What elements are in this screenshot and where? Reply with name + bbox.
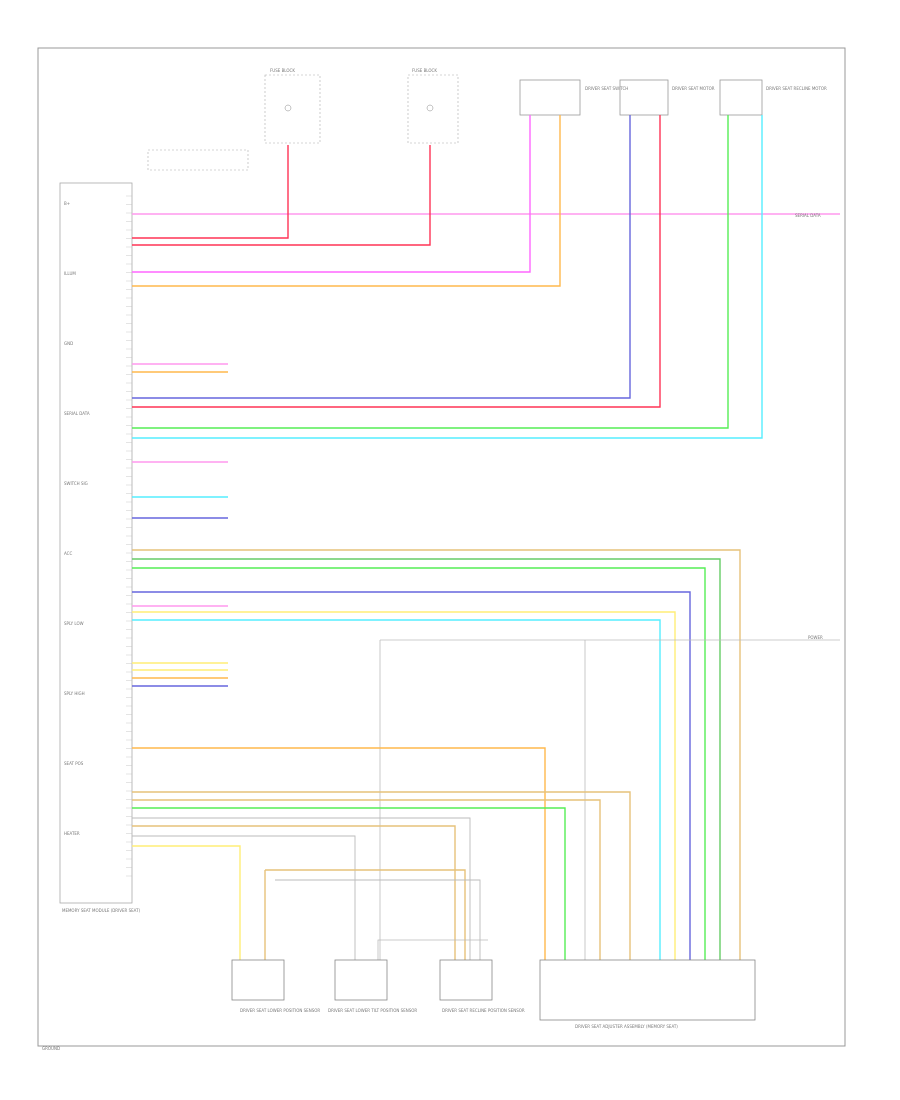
wire-39 xyxy=(377,939,488,960)
wire-22 xyxy=(132,591,691,960)
top-connector-1: FUSE BLOCK xyxy=(264,68,321,144)
wires xyxy=(132,115,840,960)
sensor-1: DRIVER SEAT LOWER POSITION SENSOR xyxy=(231,959,320,1013)
wire-7 xyxy=(132,115,729,429)
wire-3 xyxy=(132,115,531,273)
wire-4 xyxy=(132,115,561,287)
module-pin-label: SEAT POS xyxy=(64,761,84,766)
system-label: POWER xyxy=(808,635,823,640)
wire-21 xyxy=(132,567,706,960)
top-connector-4-label: DRIVER SEAT MOTOR xyxy=(672,86,715,91)
wire-30 xyxy=(132,799,601,960)
wire-31 xyxy=(132,807,566,960)
module-label: MEMORY SEAT MODULE (DRIVER SEAT) xyxy=(62,908,141,913)
wire-2 xyxy=(132,145,431,246)
ground-label: GROUND xyxy=(42,1046,60,1051)
wire-20 xyxy=(132,558,721,960)
wire-38 xyxy=(275,879,481,960)
module-pin-label: SPLY HIGH xyxy=(64,691,85,696)
sensor-2-label: DRIVER SEAT LOWER TILT POSITION SENSOR xyxy=(328,1008,417,1013)
top-connector-3: DRIVER SEAT SWITCH xyxy=(519,79,628,116)
top-connector-5: DRIVER SEAT RECLINE MOTOR xyxy=(719,79,827,116)
top-connector-5-label: DRIVER SEAT RECLINE MOTOR xyxy=(766,86,827,91)
fuse-box xyxy=(147,149,249,171)
module-box xyxy=(59,182,133,904)
wire-32 xyxy=(132,817,471,960)
wire-6 xyxy=(132,115,661,408)
wire-23 xyxy=(132,611,676,960)
wire-1 xyxy=(132,145,289,239)
adjuster-label: DRIVER SEAT ADJUSTER ASSEMBLY (MEMORY SE… xyxy=(575,1024,678,1029)
sensor-2: DRIVER SEAT LOWER TILT POSITION SENSOR xyxy=(328,959,417,1013)
sensor-3: DRIVER SEAT RECLINE POSITION SENSOR xyxy=(439,959,525,1013)
wire-33 xyxy=(132,825,456,960)
wire-8 xyxy=(132,115,763,439)
diagram-border xyxy=(37,47,846,1047)
top-connector-2: FUSE BLOCK xyxy=(407,68,459,144)
top-connector-2-label: FUSE BLOCK xyxy=(412,68,437,73)
seat-adjuster-assembly: DRIVER SEAT ADJUSTER ASSEMBLY (MEMORY SE… xyxy=(539,959,756,1029)
sensor-1-label: DRIVER SEAT LOWER POSITION SENSOR xyxy=(240,1008,320,1013)
top-connector-1-label: FUSE BLOCK xyxy=(270,68,295,73)
module-pin-label: SERIAL DATA xyxy=(64,411,90,416)
module-pin-label: SWITCH SIG xyxy=(64,481,88,486)
top-connector-3-label: DRIVER SEAT SWITCH xyxy=(585,86,628,91)
module-pin-label: HEATER xyxy=(64,831,80,836)
module-pin-label: SPLY LOW xyxy=(64,621,84,626)
wire-34 xyxy=(132,835,356,960)
top-connector-4: DRIVER SEAT MOTOR xyxy=(619,79,715,116)
bus-label: SERIAL DATA xyxy=(795,213,821,218)
module-pin-labels: B+ ILLUM GND SERIAL DATA SWITCH SIG ACC SPLY L… xyxy=(64,195,132,877)
wire-19 xyxy=(132,549,741,960)
wire-35 xyxy=(132,845,241,960)
module-pin-label: B+ xyxy=(64,201,70,206)
wire-5 xyxy=(132,115,631,399)
wire-24 xyxy=(132,619,661,960)
wire-28 xyxy=(132,747,546,960)
wire-36 xyxy=(265,869,466,960)
module-pin-label: GND xyxy=(64,341,73,346)
wire-29 xyxy=(132,791,631,960)
module-pin-label: ILLUM xyxy=(64,271,76,276)
sensor-3-label: DRIVER SEAT RECLINE POSITION SENSOR xyxy=(442,1008,525,1013)
module-pin-label: ACC xyxy=(64,551,72,556)
